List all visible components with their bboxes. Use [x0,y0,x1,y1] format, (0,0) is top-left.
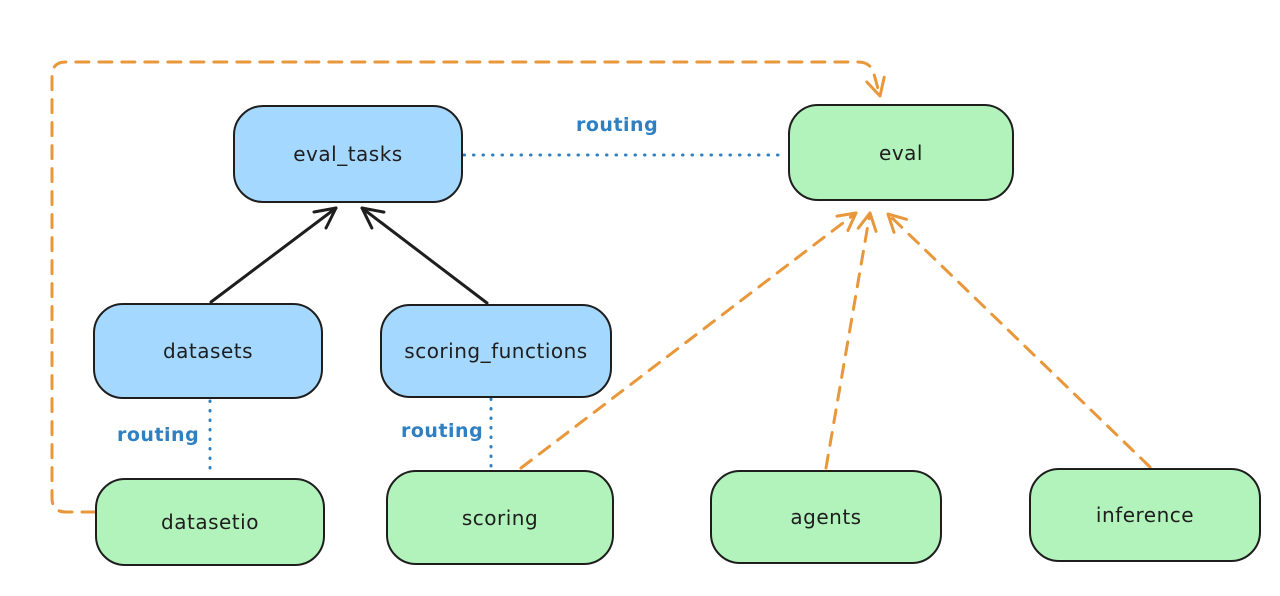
edge-inference-to-eval [886,212,1152,469]
node-scoring-functions-label: scoring_functions [404,339,588,363]
edge-label-routing-eval-tasks-eval: routing [576,114,659,136]
node-scoring-label: scoring [461,505,539,530]
node-eval-tasks-label: eval_tasks [293,142,403,166]
edge-scoring-functions-to-eval-tasks [360,206,489,305]
node-eval: eval [788,104,1014,201]
edge-scoring-to-eval [519,211,858,470]
node-agents-label: agents [790,505,862,529]
node-agents: agents [710,470,942,564]
node-eval-label: eval [879,140,923,165]
node-eval-tasks: eval_tasks [233,105,463,203]
node-scoring-functions: scoring_functions [380,304,612,398]
edge-label-routing-scoring-functions-scoring: routing [401,420,484,442]
node-inference-label: inference [1095,503,1195,527]
edge-datasets-to-eval-tasks [209,206,338,304]
node-inference: inference [1029,468,1261,562]
node-datasetio: datasetio [95,478,325,566]
edge-agents-to-eval [824,211,878,470]
edge-datasetio-to-eval [50,60,886,514]
edge-label-routing-datasets-datasetio: routing [117,424,200,446]
node-datasets: datasets [93,303,323,399]
node-datasetio-label: datasetio [161,510,259,534]
node-datasets-label: datasets [162,339,254,363]
node-scoring: scoring [386,470,614,565]
